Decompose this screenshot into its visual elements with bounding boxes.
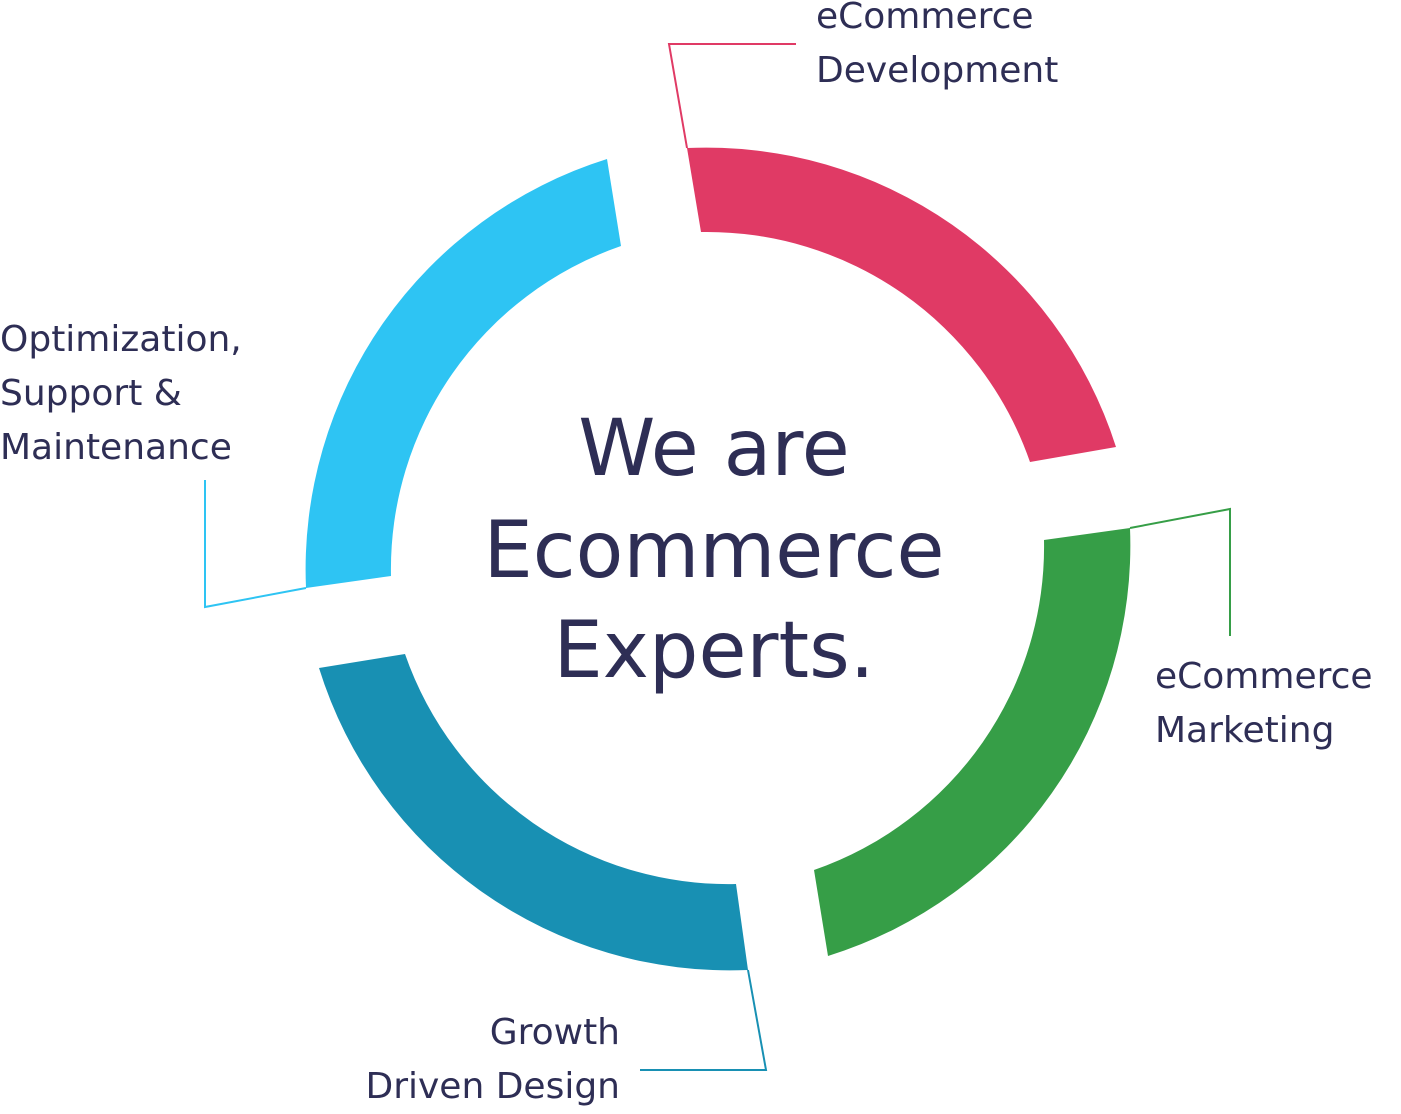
label-ecommerce-development: eCommerce Development: [816, 0, 1058, 98]
label-marketing-line-2: Marketing: [1155, 710, 1335, 751]
ring-segment-development: [687, 147, 1116, 462]
label-growth-line-1: Growth: [489, 1012, 620, 1053]
label-optimization-support-maintenance: Optimization, Support & Maintenance: [0, 313, 242, 475]
label-optimization-line-2: Support &: [0, 373, 182, 414]
label-growth-driven-design: Growth Driven Design: [365, 1006, 620, 1114]
label-optimization-line-3: Maintenance: [0, 427, 232, 468]
center-title-line-2: Ecommerce: [483, 506, 944, 596]
ring-segment-growth: [319, 654, 748, 971]
label-ecommerce-marketing: eCommerce Marketing: [1155, 650, 1373, 758]
ring-segment-optimization: [305, 159, 621, 588]
label-marketing-line-1: eCommerce: [1155, 656, 1373, 697]
label-development-line-1: eCommerce: [816, 0, 1034, 37]
leader-line-development: [667, 43, 796, 149]
center-title-line-1: We are: [578, 404, 849, 494]
leader-line-marketing: [1129, 507, 1231, 636]
label-optimization-line-1: Optimization,: [0, 319, 242, 360]
label-growth-line-2: Driven Design: [365, 1066, 620, 1107]
center-title-line-3: Experts.: [553, 606, 874, 696]
leader-line-optimization: [204, 480, 307, 609]
label-development-line-2: Development: [816, 50, 1059, 91]
leader-line-growth: [640, 969, 768, 1071]
ring-segment-marketing: [814, 528, 1131, 956]
